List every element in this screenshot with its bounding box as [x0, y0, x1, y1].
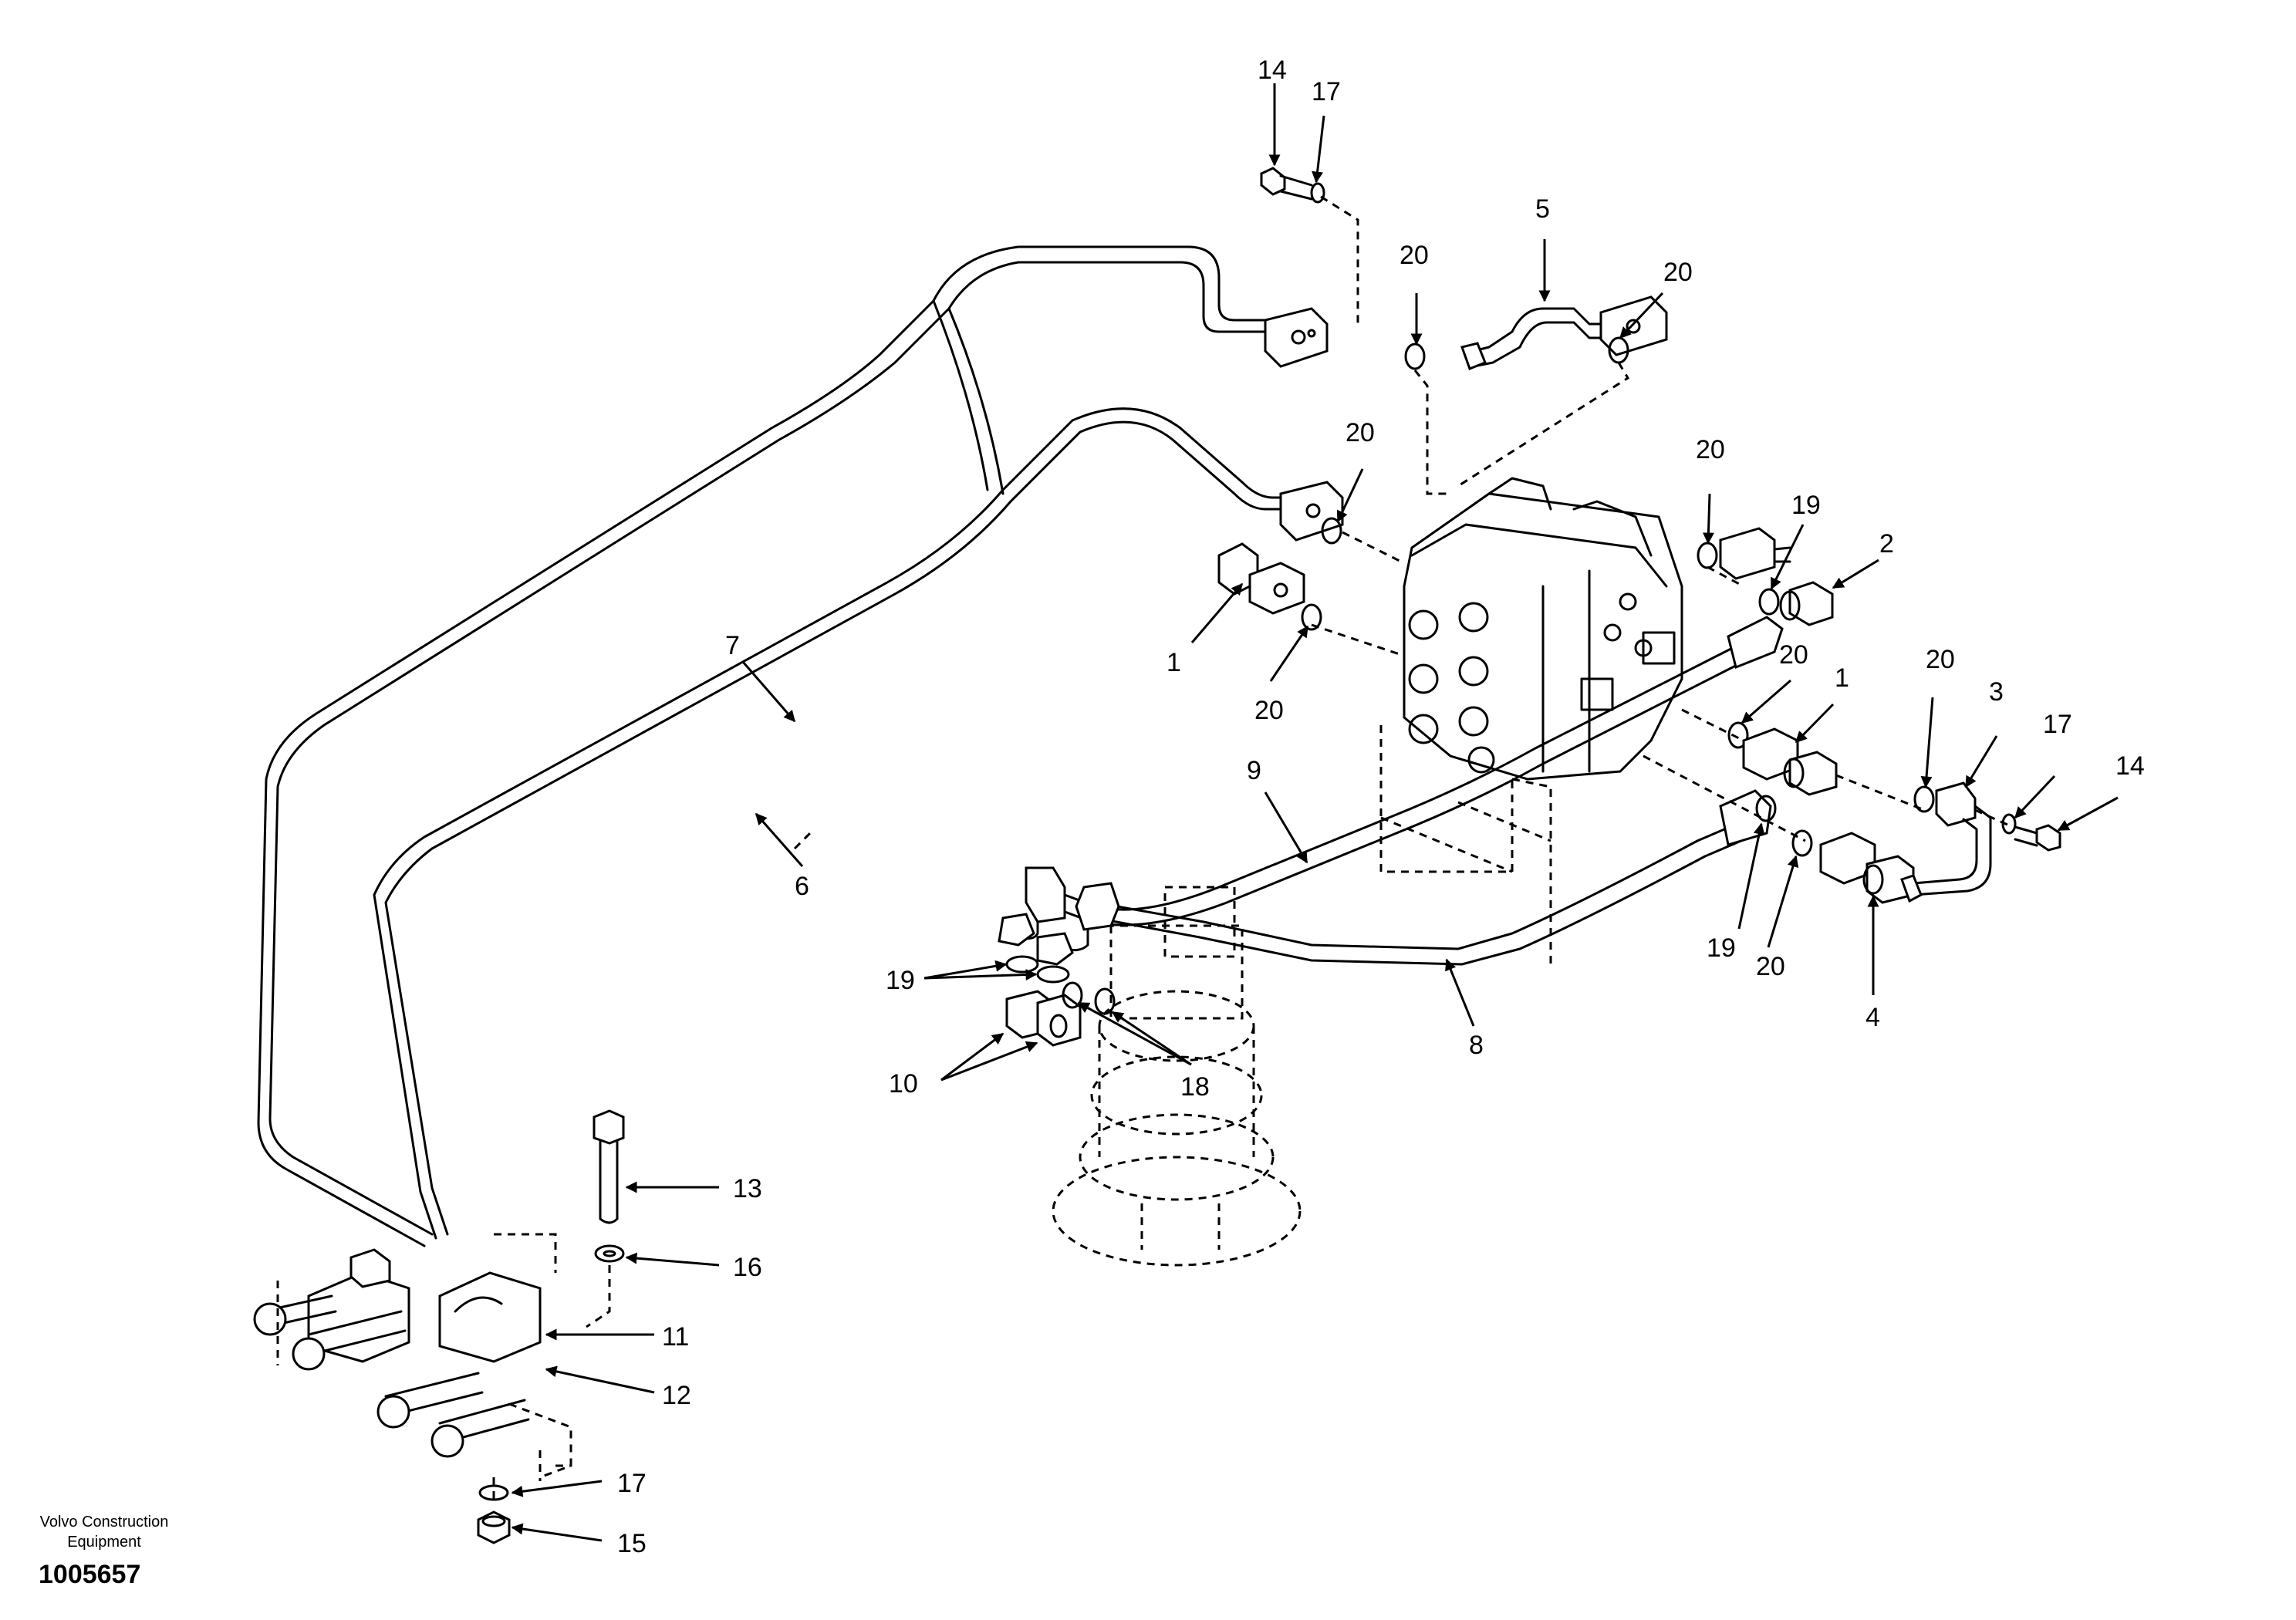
o-rings-18 — [1062, 981, 1116, 1015]
drawing-number: 1005657 — [39, 1560, 141, 1589]
callout-20: 20 — [1663, 258, 1693, 287]
assembly-lines — [492, 195, 2010, 1504]
pipe-6 — [373, 299, 1313, 1240]
callout-11: 11 — [662, 1322, 689, 1352]
callout-20: 20 — [1696, 435, 1725, 464]
callout-17-top: 17 — [1312, 77, 1341, 106]
bolt-14-top — [1260, 167, 1313, 201]
callout-20: 20 — [1400, 241, 1429, 270]
clamp-12 — [307, 1248, 410, 1363]
leader-arrows — [511, 83, 2119, 1542]
callout-8: 8 — [1469, 1031, 1484, 1060]
washer-16 — [594, 1244, 625, 1263]
hose-8 — [1036, 789, 1772, 966]
valve-mount-outline — [1379, 725, 1552, 964]
callout-1-right: 1 — [1835, 663, 1849, 693]
bolt-14-right — [2014, 824, 2061, 852]
callout-19: 19 — [1707, 933, 1736, 963]
callout-12: 12 — [662, 1381, 691, 1410]
fitting-4 — [1819, 832, 1915, 904]
fitting-1-left — [1217, 542, 1305, 615]
callout-20: 20 — [1926, 645, 1955, 674]
bolt-13 — [593, 1109, 625, 1224]
callout-13: 13 — [733, 1174, 762, 1203]
pipe-5 — [1460, 295, 1668, 370]
nut-15 — [477, 1510, 511, 1544]
swing-motor-outline — [1052, 886, 1302, 1267]
callout-20: 20 — [1756, 952, 1785, 981]
control-valve — [1403, 477, 1683, 781]
flange-pipe-7 — [1264, 307, 1329, 368]
manufacturer-name-line-1: Volvo Construction — [39, 1514, 169, 1531]
flange-pipe-6 — [1279, 481, 1344, 542]
callout-19: 19 — [1791, 491, 1821, 520]
hose-9 — [998, 616, 1784, 947]
callout-6: 6 — [795, 872, 809, 901]
callout-20: 20 — [1779, 640, 1808, 670]
callout-5: 5 — [1535, 194, 1550, 224]
pipe-7 — [257, 245, 1278, 1247]
washer-17-top — [1310, 182, 1325, 204]
callout-16: 16 — [733, 1253, 762, 1282]
callout-17-right: 17 — [2043, 710, 2072, 739]
callout-2: 2 — [1879, 529, 1894, 559]
callout-20: 20 — [1254, 696, 1284, 725]
callout-20: 20 — [1346, 418, 1375, 447]
manufacturer-name-line-2: Equipment — [67, 1534, 141, 1551]
callout-7: 7 — [725, 631, 740, 660]
callout-19: 19 — [886, 966, 915, 995]
fitting-1-right — [1742, 727, 1838, 796]
mount-bracket-outline — [276, 1233, 572, 1481]
fitting-2 — [1719, 527, 1834, 626]
callout-18: 18 — [1180, 1072, 1210, 1102]
callout-3: 3 — [1989, 677, 2004, 707]
callout-15: 15 — [617, 1529, 647, 1558]
clamp-11 — [438, 1271, 542, 1363]
callout-9: 9 — [1247, 756, 1261, 785]
valve-spools — [1408, 592, 1676, 774]
callout-1-left: 1 — [1167, 648, 1181, 677]
drawing-footer: Volvo Construction Equipment 1005657 — [0, 1512, 208, 1590]
pipe-3 — [1900, 781, 1992, 903]
callout-4: 4 — [1866, 1003, 1880, 1032]
callout-17-bottom: 17 — [617, 1469, 647, 1498]
callout-10: 10 — [889, 1069, 918, 1099]
o-rings-19 — [1005, 588, 1780, 984]
fittings-10 — [1005, 990, 1082, 1047]
callout-14-right: 14 — [2115, 751, 2145, 781]
callout-labels: 14 17 5 20 20 20 20 19 2 1 20 20 1 20 3 … — [617, 56, 2145, 1558]
callout-14-top: 14 — [1258, 56, 1287, 85]
